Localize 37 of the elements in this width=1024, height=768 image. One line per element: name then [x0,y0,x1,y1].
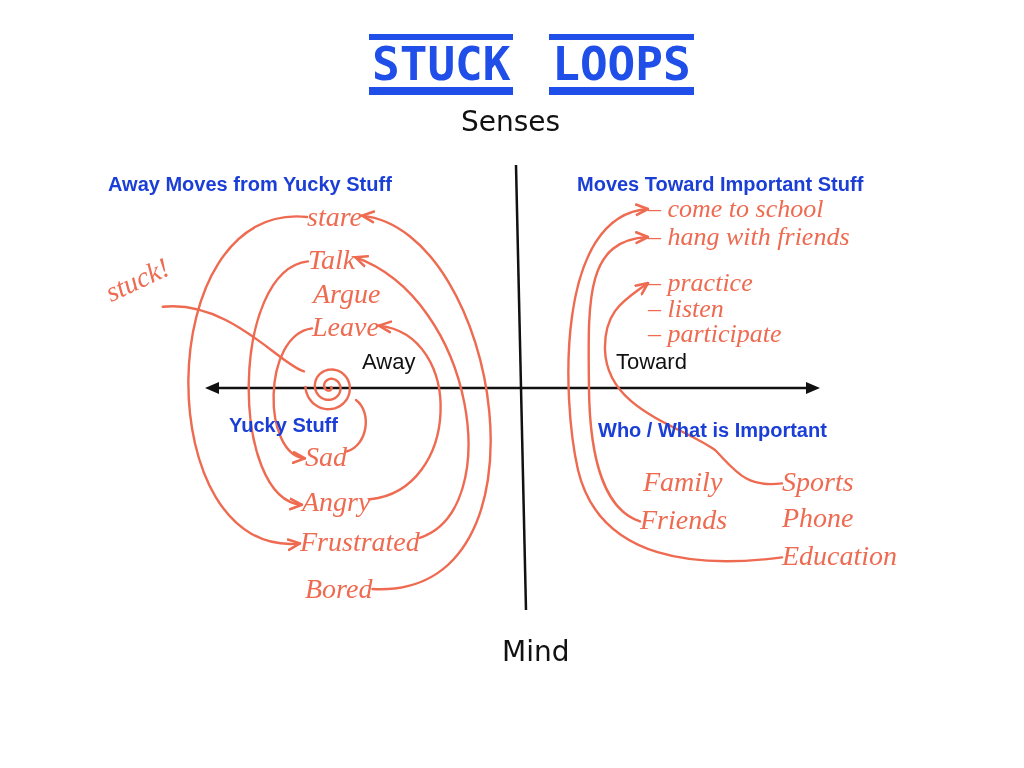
curved-arrow [360,212,492,591]
curved-arrow [369,322,442,501]
axis-label: Away [362,351,416,373]
curved-arrow [247,260,310,508]
quadrant-heading: Away Moves from Yucky Stuff [108,174,392,194]
handwritten-word: stuck! [101,253,174,307]
handwritten-word: Education [782,542,898,570]
handwritten-word: Leave [312,313,379,341]
handwritten-word: – practice [648,270,753,296]
curved-arrow [567,205,784,563]
handwritten-word: Phone [782,504,854,532]
handwritten-word: Sports [782,468,854,496]
handwritten-word: Argue [313,280,381,308]
axis-label: Toward [616,351,687,373]
curved-arrow [587,232,650,523]
handwritten-word: Bored [305,575,373,603]
handwritten-word: Friends [640,506,728,534]
handwritten-word: Frustrated [300,528,420,556]
handwritten-word: Angry [302,488,371,516]
curved-arrow [603,281,784,486]
axis-label: Senses [461,108,561,136]
curved-line [161,305,306,373]
handwritten-word: – hang with friends [648,224,850,250]
curved-line [345,398,367,453]
handwritten-word: – come to school [648,196,824,222]
quadrant-heading: Moves Toward Important Stuff [577,174,864,194]
axis-label: Mind [502,638,570,666]
handwritten-word: stare [307,203,362,231]
handwritten-word: Talk [308,246,356,274]
curved-arrow [353,255,470,539]
handwritten-word: – participate [648,321,782,347]
curved-arrow [272,327,314,462]
curved-arrow [187,215,309,549]
handwritten-word: Family [643,468,723,496]
handwritten-word: Sad [305,443,347,471]
title: STUCK LOOPS [369,34,694,95]
handwritten-word: – listen [648,296,724,322]
